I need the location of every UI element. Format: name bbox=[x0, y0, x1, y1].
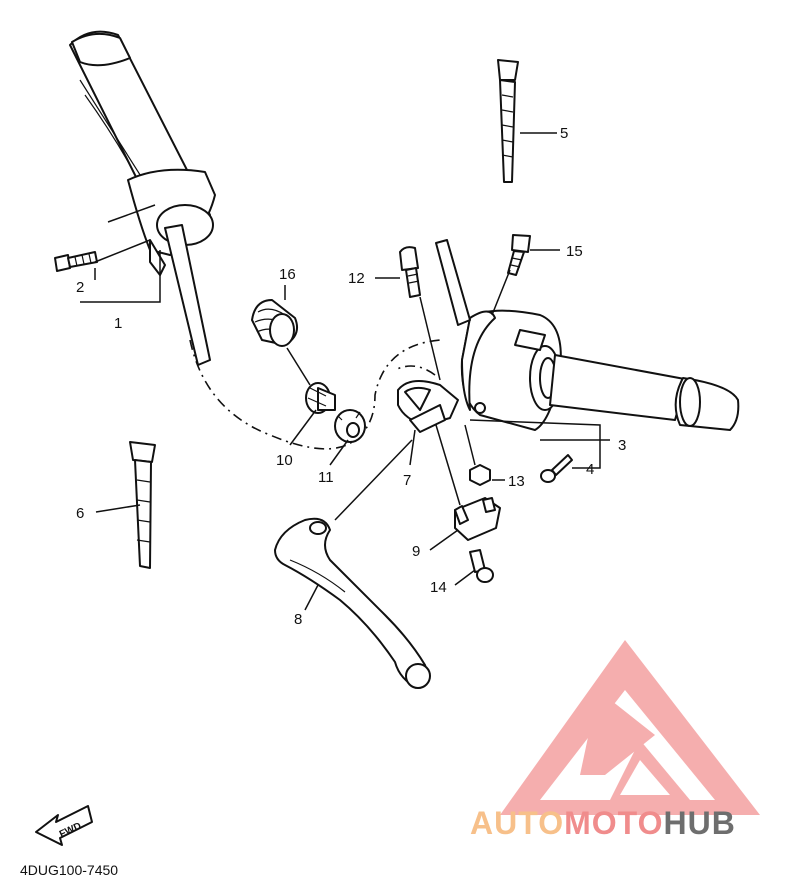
watermark-logo bbox=[500, 640, 760, 815]
lever-holder-3 bbox=[460, 309, 562, 431]
callout-6: 6 bbox=[76, 505, 84, 522]
leader-lines bbox=[80, 132, 610, 611]
bolt-12 bbox=[399, 246, 421, 298]
callout-labels: 1 2 3 4 5 6 7 8 9 10 11 12 13 14 15 16 bbox=[76, 125, 626, 628]
callout-2: 2 bbox=[76, 279, 84, 296]
callout-7: 7 bbox=[403, 472, 411, 489]
switch-9 bbox=[454, 497, 501, 541]
callout-9: 9 bbox=[412, 543, 420, 560]
cable-route bbox=[189, 339, 441, 450]
nut-13 bbox=[469, 464, 491, 486]
callout-4: 4 bbox=[586, 461, 594, 478]
screw-14 bbox=[469, 549, 494, 583]
lever-8 bbox=[274, 517, 431, 689]
brand-part-1: AUTO bbox=[470, 805, 565, 841]
callout-5: 5 bbox=[560, 125, 568, 142]
right-grip bbox=[549, 354, 740, 431]
mount-stem bbox=[435, 239, 471, 326]
left-bracket bbox=[127, 168, 216, 276]
brand-part-2: MOTO bbox=[564, 805, 664, 841]
brand-part-3: HUB bbox=[663, 805, 736, 841]
callout-3: 3 bbox=[618, 437, 626, 454]
callout-12: 12 bbox=[348, 270, 365, 287]
boot-16 bbox=[251, 299, 298, 347]
screw-4 bbox=[540, 454, 573, 483]
left-rod bbox=[164, 224, 211, 366]
callout-11: 11 bbox=[318, 469, 334, 486]
diagram-code: 4DUG100-7450 bbox=[20, 862, 119, 878]
callout-13: 13 bbox=[508, 473, 525, 490]
bolt-15 bbox=[507, 234, 531, 276]
bolt-2 bbox=[54, 251, 98, 272]
locknut-11 bbox=[334, 409, 366, 443]
callout-15: 15 bbox=[566, 243, 583, 260]
callout-8: 8 bbox=[294, 611, 302, 628]
cable-tie-6 bbox=[129, 441, 156, 569]
fwd-arrow-icon: FWD bbox=[35, 805, 93, 846]
callout-16: 16 bbox=[279, 266, 296, 283]
callout-10: 10 bbox=[276, 452, 293, 469]
adjuster-10 bbox=[305, 382, 336, 414]
pivot-boss-7 bbox=[397, 380, 459, 433]
callout-1: 1 bbox=[114, 315, 122, 332]
callout-14: 14 bbox=[430, 579, 447, 596]
watermark-brand: AUTOMOTOHUB bbox=[470, 805, 736, 842]
cable-route-2 bbox=[394, 365, 436, 376]
cable-tie-5 bbox=[497, 59, 519, 183]
